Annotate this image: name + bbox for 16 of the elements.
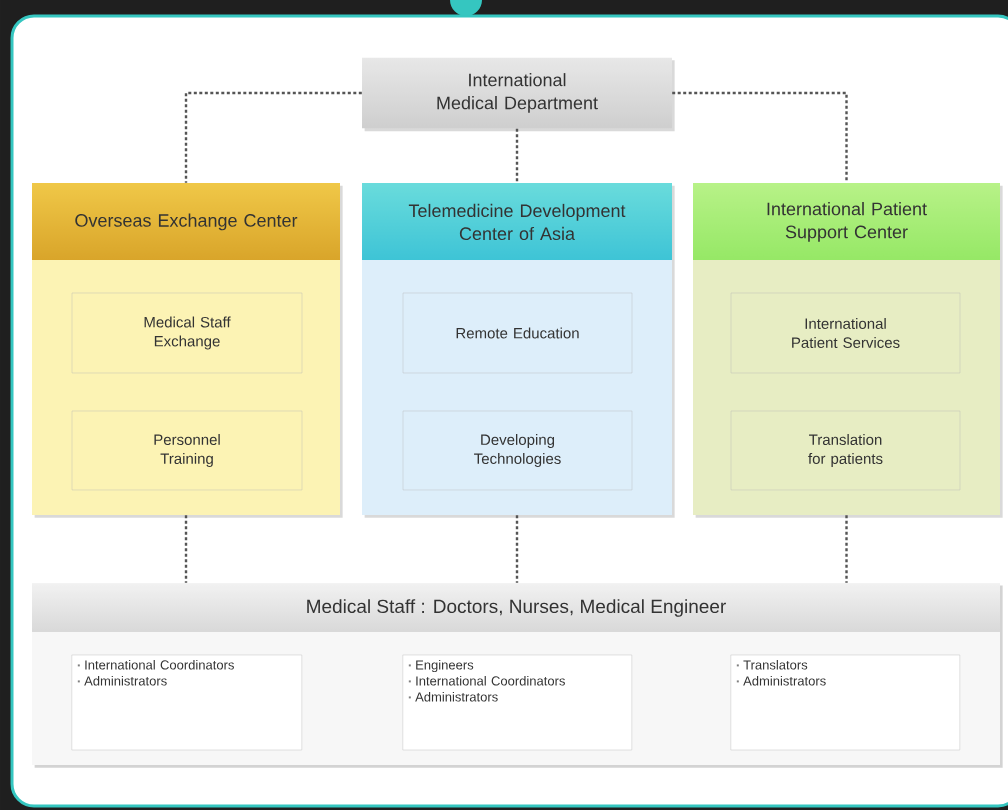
connector-line xyxy=(184,91,362,183)
role-list-box: International Coordinators Administrators xyxy=(71,654,302,751)
connector-line xyxy=(515,128,519,183)
connector-line xyxy=(672,91,848,183)
function-box: Developing Technologies xyxy=(402,410,633,491)
function-box: Medical Staff Exchange xyxy=(71,292,303,374)
connector-line xyxy=(515,515,519,583)
department-box: International Medical Department xyxy=(362,57,675,132)
function-box: Translation for patients xyxy=(730,410,961,491)
role-list-box: Engineers International Coordinators Administrators xyxy=(402,654,632,751)
role-list-box: Translators Administrators xyxy=(730,654,960,751)
connector-line xyxy=(845,515,848,583)
function-box: International Patient Services xyxy=(730,292,961,374)
function-box: Remote Education xyxy=(402,292,633,374)
function-box: Personnel Training xyxy=(71,410,303,491)
connector-line xyxy=(184,515,188,583)
